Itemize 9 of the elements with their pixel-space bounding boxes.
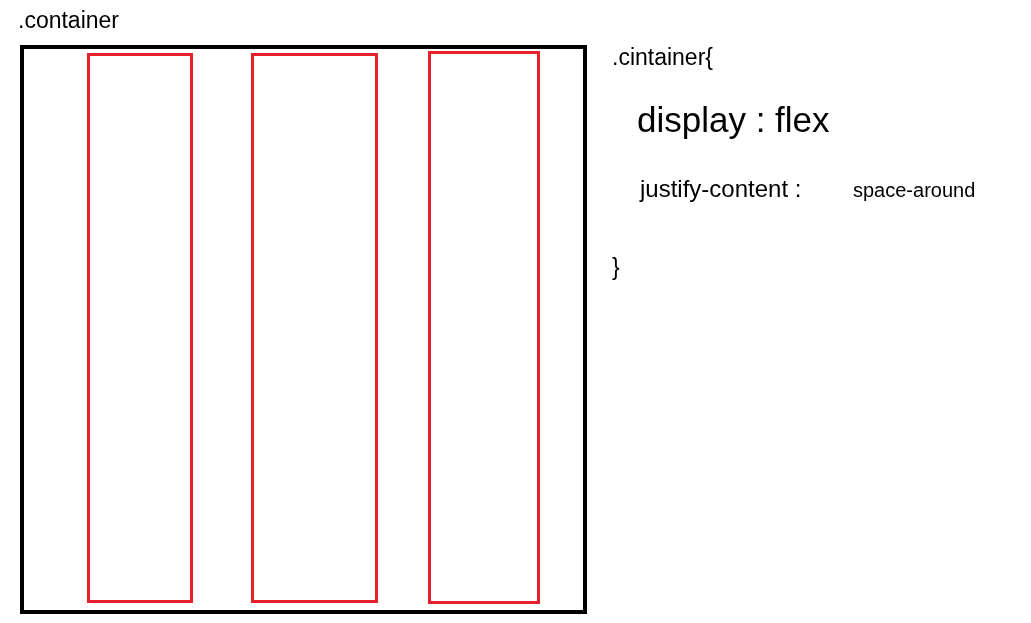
code-line: justify-content : <box>640 177 802 201</box>
flex-item-box <box>251 53 378 603</box>
code-line: .cintainer{ <box>612 46 713 69</box>
code-line: } <box>612 256 620 279</box>
container-heading: .container <box>18 9 119 32</box>
code-line: display : flex <box>637 102 830 137</box>
flex-item-box <box>428 51 540 604</box>
code-value: space-around <box>853 180 976 200</box>
flex-item-box <box>87 53 193 603</box>
